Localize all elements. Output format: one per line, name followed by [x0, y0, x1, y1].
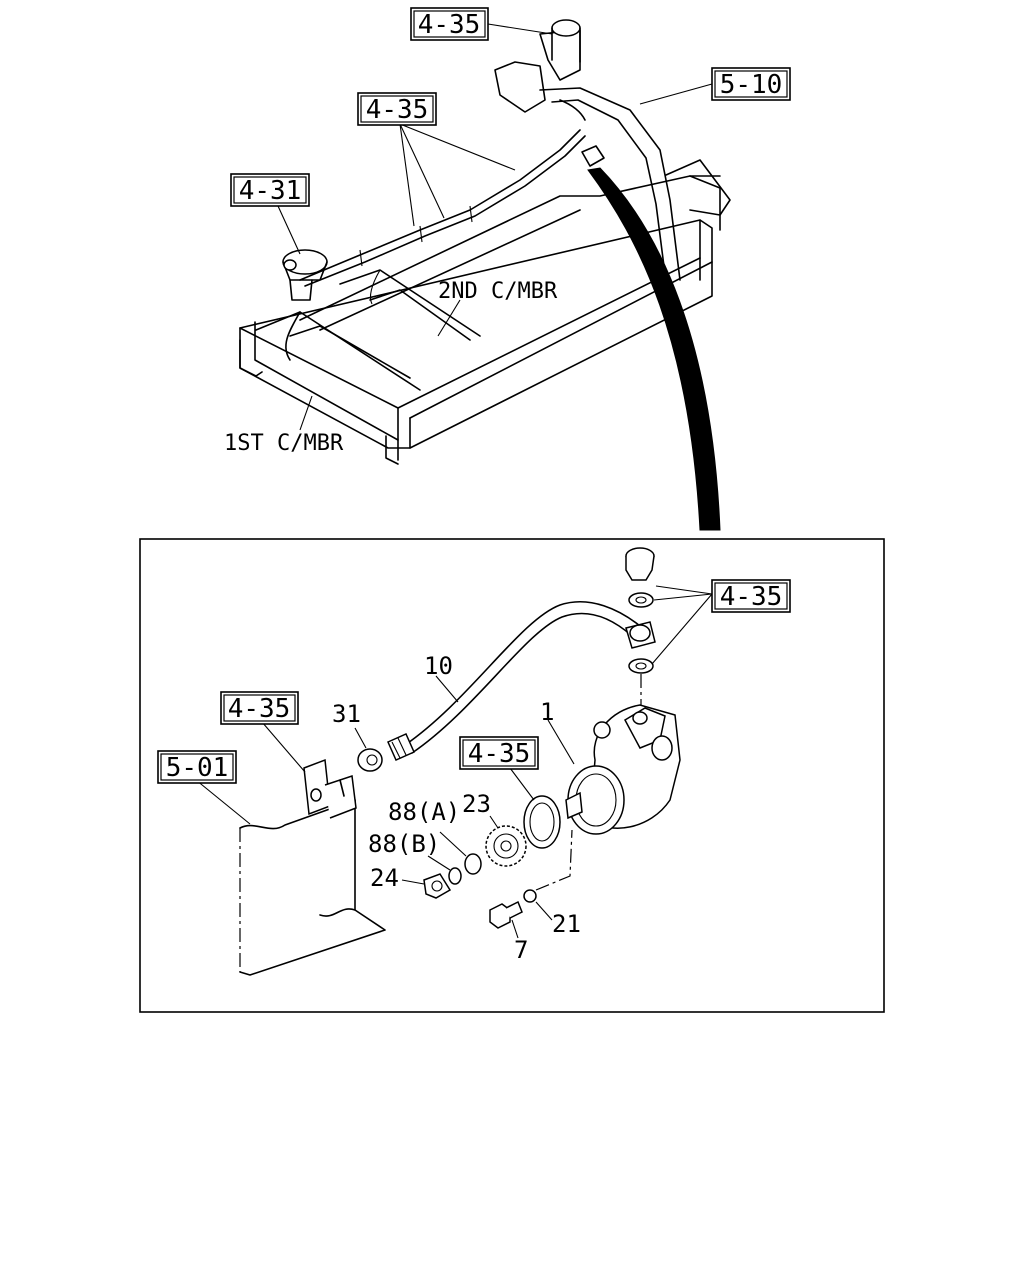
part-number-24: 24 [370, 864, 399, 892]
ref-box-detail-4: 4-35 [459, 736, 539, 770]
ref-label: 5-01 [166, 753, 229, 783]
ref-box-top-2: 5-10 [711, 67, 791, 101]
part-number-88b: 88(B) [368, 830, 440, 858]
ref-box-top-3: 4-35 [357, 92, 437, 126]
ref-box-top-1: 4-35 [410, 7, 489, 41]
part-number-7: 7 [514, 936, 528, 964]
part-number-1: 1 [540, 698, 554, 726]
part-number-10: 10 [424, 652, 453, 680]
ref-label: 4-35 [366, 95, 429, 125]
ref-label: 5-10 [720, 70, 783, 100]
ref-label: 4-35 [418, 10, 481, 40]
member-label-1st: 1ST C/MBR [224, 431, 344, 456]
part-number-88a: 88(A) [388, 798, 460, 826]
part-number-21: 21 [552, 910, 581, 938]
chassis-frame-drawing [239, 19, 731, 531]
ref-label: 4-35 [228, 694, 291, 724]
part-number-31: 31 [332, 700, 361, 728]
part-number-23: 23 [462, 790, 491, 818]
ref-label: 4-35 [720, 582, 783, 612]
ref-box-detail-2: 4-35 [220, 691, 299, 725]
detail-frame [139, 538, 885, 1013]
detail-leaders [195, 585, 713, 939]
detail-drawing [239, 547, 681, 976]
top-view-leaders [277, 23, 713, 431]
ref-label: 4-31 [239, 176, 302, 206]
ref-box-top-4: 4-31 [230, 173, 310, 207]
ref-box-detail-1: 4-35 [711, 579, 791, 613]
member-label-2nd: 2ND C/MBR [438, 279, 558, 304]
ref-label: 4-35 [468, 739, 531, 769]
ref-box-detail-3: 5-01 [157, 750, 237, 784]
